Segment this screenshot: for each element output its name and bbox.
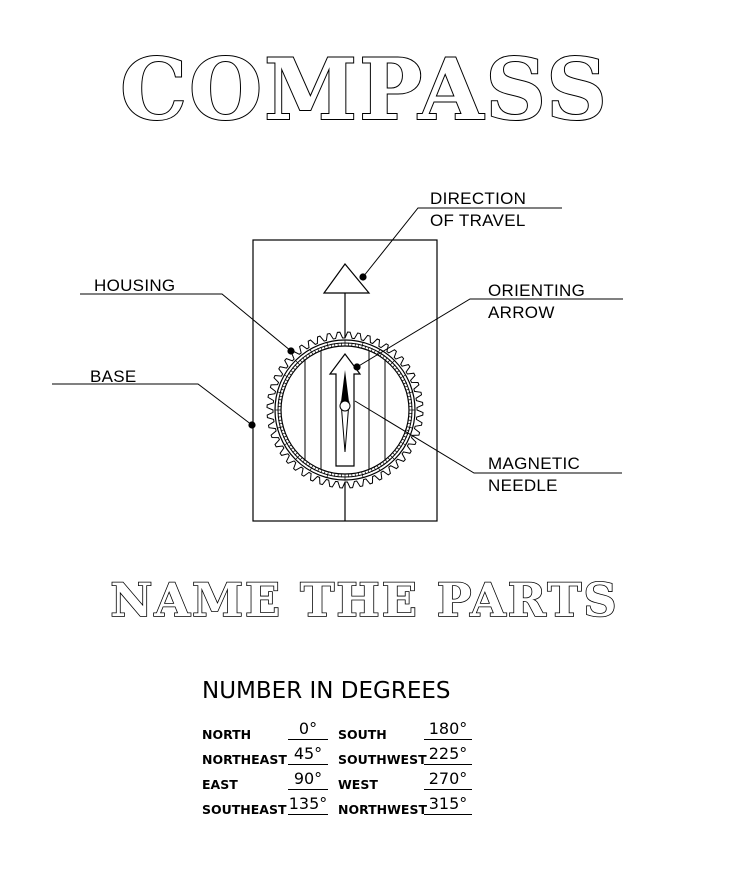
degree-tick [323, 470, 326, 475]
degree-tick [326, 471, 329, 478]
degree-value: 0° [298, 719, 318, 738]
degree-tick [403, 382, 407, 385]
degree-value: 180° [428, 719, 468, 738]
degree-tick [376, 465, 381, 471]
degree-tick [379, 463, 383, 467]
degree-tick [277, 426, 284, 429]
degree-tick [361, 342, 364, 349]
degree-tick [405, 388, 410, 391]
degree-tick [392, 364, 396, 368]
label-housing: HOUSING [94, 276, 176, 295]
degree-tick [326, 342, 329, 349]
degree-tick [370, 468, 373, 472]
degree-value: 225° [428, 744, 468, 763]
degree-tick [390, 455, 395, 460]
degree-value: 315° [428, 794, 468, 813]
degree-tick [364, 345, 367, 350]
degree-tick [307, 353, 311, 357]
degree-tick [392, 452, 396, 456]
degree-tick [309, 349, 314, 355]
degrees-heading: NUMBER IN DEGREES [202, 678, 451, 704]
page-title: COMPASS [119, 39, 609, 140]
label-orienting-arrow-line1: ORIENTING [488, 281, 586, 300]
degree-tick [400, 441, 406, 446]
needle-pivot [339, 400, 351, 412]
direction-name: SOUTH [338, 727, 387, 742]
degree-tick [370, 348, 373, 352]
answer-blank [288, 789, 328, 790]
degree-tick [405, 429, 410, 432]
degree-tick [299, 359, 303, 363]
label-orienting-arrow: ORIENTING ARROW [488, 280, 585, 324]
answer-blank [288, 739, 328, 740]
degree-tick [309, 465, 314, 471]
degree-tick [294, 364, 298, 368]
label-direction-of-travel-line1: DIRECTION [430, 189, 527, 208]
degree-value: 135° [288, 794, 328, 813]
direction-name: NORTHWEST [338, 802, 427, 817]
degree-tick [288, 372, 292, 376]
degree-tick [283, 382, 287, 385]
answer-blank [288, 814, 328, 815]
degree-tick [317, 468, 320, 472]
degree-tick [376, 349, 381, 355]
degree-tick [284, 441, 290, 446]
section-title: NAME THE PARTS [110, 572, 619, 628]
degree-tick [307, 463, 311, 467]
direction-name: SOUTHEAST [202, 802, 287, 817]
degree-tick [361, 471, 364, 478]
label-magnetic-needle-line1: MAGNETIC [488, 454, 581, 473]
degree-tick [406, 426, 413, 429]
label-magnetic-needle: MAGNETIC NEEDLE [488, 453, 580, 497]
answer-blank [424, 789, 472, 790]
callout-dots [248, 273, 367, 429]
degree-tick [379, 353, 383, 357]
degree-tick [294, 452, 298, 456]
degree-tick [390, 360, 395, 365]
leader-lines [52, 207, 623, 474]
degree-tick [403, 435, 407, 438]
degree-tick [400, 374, 406, 379]
answer-blank [424, 739, 472, 740]
direction-name: SOUTHWEST [338, 752, 427, 767]
degree-tick [283, 435, 287, 438]
degree-value: 90° [293, 769, 323, 788]
degree-tick [323, 345, 326, 350]
degree-tick [398, 444, 402, 448]
degree-tick [398, 372, 402, 376]
meridian-lines [304, 351, 386, 469]
degree-tick [295, 360, 300, 365]
degree-tick [317, 348, 320, 352]
degree-tick [280, 429, 285, 432]
degree-value: 270° [428, 769, 468, 788]
label-magnetic-needle-line2: NEEDLE [488, 476, 558, 495]
answer-blank [424, 814, 472, 815]
degree-tick [299, 457, 303, 461]
answer-blank [424, 764, 472, 765]
degree-tick [284, 374, 290, 379]
label-direction-of-travel-line2: OF TRAVEL [430, 211, 526, 230]
direction-arrow-head [322, 263, 371, 294]
direction-name: NORTHEAST [202, 752, 287, 767]
label-orienting-arrow-line2: ARROW [488, 303, 555, 322]
label-base: BASE [90, 367, 137, 386]
degree-tick [406, 391, 413, 394]
answer-blank [288, 764, 328, 765]
degree-tick [280, 388, 285, 391]
degree-tick [295, 455, 300, 460]
direction-name: EAST [202, 777, 238, 792]
degree-tick [387, 359, 391, 363]
degree-value: 45° [293, 744, 323, 763]
direction-name: NORTH [202, 727, 252, 742]
degree-tick [288, 444, 292, 448]
degree-tick [364, 470, 367, 475]
degree-tick [387, 457, 391, 461]
direction-name: WEST [338, 777, 378, 792]
degree-tick [277, 391, 284, 394]
needle-north-half [341, 370, 349, 402]
label-direction-of-travel: DIRECTION OF TRAVEL [430, 188, 526, 232]
